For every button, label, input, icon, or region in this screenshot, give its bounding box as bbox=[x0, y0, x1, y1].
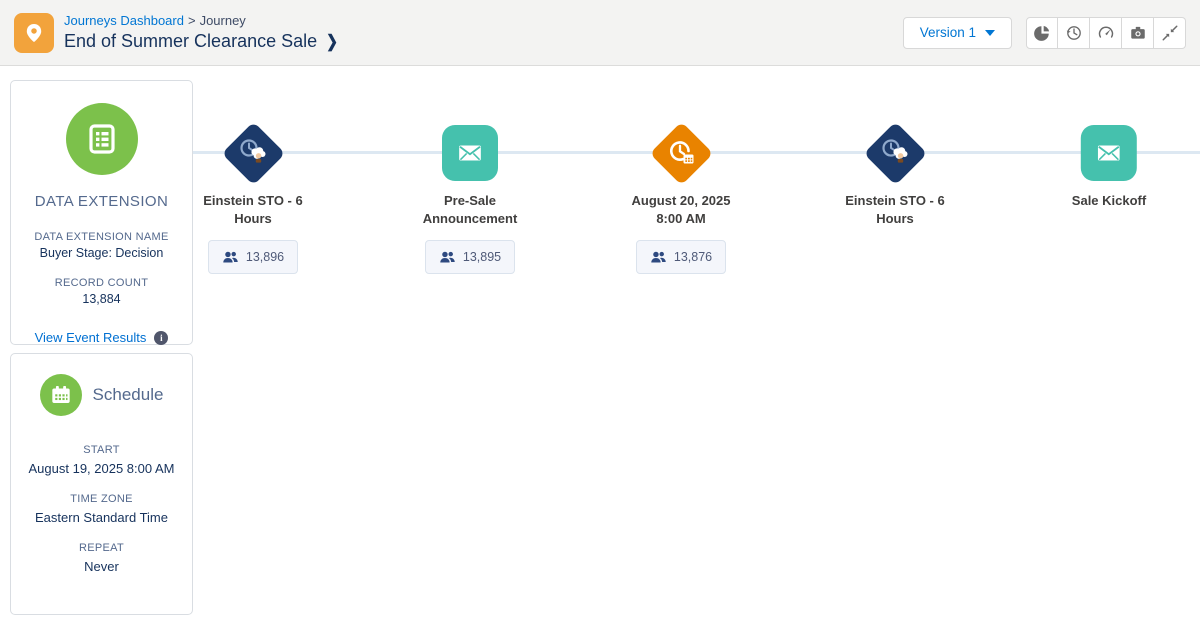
gauge-button[interactable] bbox=[1090, 16, 1122, 49]
data-extension-card: DATA EXTENSION DATA EXTENSION NAME Buyer… bbox=[10, 80, 193, 345]
einstein-sto-icon bbox=[882, 139, 908, 163]
analytics-pie-chart-button[interactable] bbox=[1026, 16, 1058, 49]
people-icon bbox=[651, 251, 666, 263]
node-label: August 20, 2025 8:00 AM bbox=[631, 193, 731, 226]
gauge-icon bbox=[1098, 26, 1113, 38]
node-label: Pre-Sale Announcement bbox=[422, 193, 518, 226]
history-button[interactable] bbox=[1058, 16, 1090, 49]
data-extension-icon-circle bbox=[65, 103, 138, 175]
journey-canvas: DATA EXTENSION DATA EXTENSION NAME Buyer… bbox=[0, 66, 1200, 630]
einstein-sto-activity[interactable] bbox=[863, 121, 927, 185]
record-count-value: 13,884 bbox=[82, 292, 121, 306]
data-extension-name-label: DATA EXTENSION NAME bbox=[34, 231, 169, 243]
timezone-label: TIME ZONE bbox=[70, 493, 133, 505]
start-value: August 19, 2025 8:00 AM bbox=[28, 461, 175, 476]
email-activity[interactable] bbox=[438, 121, 502, 185]
contact-count: 13,876 bbox=[673, 250, 713, 265]
record-count-label: RECORD COUNT bbox=[54, 277, 149, 289]
journey-node-presale-announcement: Pre-Sale Announcement 13,895 bbox=[406, 121, 534, 275]
info-icon[interactable]: i bbox=[154, 330, 169, 345]
einstein-sto-icon bbox=[240, 139, 266, 163]
contact-count: 13,895 bbox=[462, 250, 502, 265]
breadcrumb-link-journeys-dashboard[interactable]: Journeys Dashboard bbox=[64, 13, 184, 28]
journey-node-einstein-sto-1: Einstein STO - 6 Hours 13,896 bbox=[189, 121, 317, 275]
contact-count: 13,896 bbox=[245, 250, 285, 265]
email-activity[interactable] bbox=[1077, 121, 1141, 185]
envelope-icon bbox=[459, 145, 481, 161]
history-clock-icon bbox=[1066, 25, 1081, 40]
page-header: Journeys Dashboard>Journey End of Summer… bbox=[0, 0, 1200, 66]
version-label: Version 1 bbox=[919, 25, 976, 40]
wait-activity[interactable] bbox=[649, 121, 713, 185]
header-actions: Version 1 bbox=[902, 16, 1186, 49]
schedule-icon-circle bbox=[39, 374, 82, 416]
repeat-value: Never bbox=[84, 559, 119, 574]
header-toolbar bbox=[1026, 16, 1186, 49]
schedule-card-title: Schedule bbox=[92, 385, 164, 404]
node-label: Sale Kickoff bbox=[1071, 193, 1147, 208]
pie-chart-icon bbox=[1034, 25, 1050, 41]
breadcrumb-current: Journey bbox=[199, 13, 246, 28]
journey-node-einstein-sto-2: Einstein STO - 6 Hours bbox=[831, 121, 959, 227]
schedule-card: Schedule START August 19, 2025 8:00 AM T… bbox=[10, 353, 193, 615]
people-icon bbox=[223, 251, 238, 263]
header-text-block: Journeys Dashboard>Journey End of Summer… bbox=[64, 12, 338, 53]
calendar-icon bbox=[51, 385, 70, 403]
journey-builder-app-icon bbox=[14, 12, 54, 53]
view-event-results-link[interactable]: View Event Results bbox=[34, 330, 147, 345]
contact-count-badge[interactable]: 13,895 bbox=[424, 240, 516, 275]
einstein-sto-activity[interactable] bbox=[221, 121, 285, 185]
page-title: End of Summer Clearance Sale bbox=[64, 31, 318, 51]
data-extension-card-title: DATA EXTENSION bbox=[34, 193, 169, 210]
journey-node-wait-until-date: August 20, 2025 8:00 AM 13,876 bbox=[617, 121, 745, 275]
camera-icon bbox=[1130, 26, 1145, 39]
breadcrumb: Journeys Dashboard>Journey bbox=[64, 12, 338, 29]
wait-clock-calendar-icon bbox=[670, 141, 694, 164]
people-icon bbox=[440, 251, 455, 263]
node-label: Einstein STO - 6 Hours bbox=[203, 193, 303, 226]
journey-node-sale-kickoff: Sale Kickoff bbox=[1072, 121, 1146, 210]
chevron-down-icon bbox=[985, 29, 995, 36]
collapse-arrows-icon bbox=[1162, 25, 1177, 40]
version-dropdown-button[interactable]: Version 1 bbox=[902, 16, 1012, 49]
snapshot-button[interactable] bbox=[1122, 16, 1154, 49]
start-label: START bbox=[83, 444, 120, 456]
node-label: Einstein STO - 6 Hours bbox=[845, 193, 945, 226]
data-extension-name-value: Buyer Stage: Decision bbox=[39, 246, 164, 260]
breadcrumb-separator: > bbox=[187, 13, 196, 28]
contact-count-badge[interactable]: 13,896 bbox=[207, 240, 299, 275]
repeat-label: REPEAT bbox=[79, 542, 124, 554]
envelope-icon bbox=[1098, 145, 1120, 161]
data-extension-list-icon bbox=[88, 124, 115, 154]
location-pin-icon bbox=[26, 23, 42, 42]
timezone-value: Eastern Standard Time bbox=[35, 510, 168, 525]
title-chevron-icon[interactable]: ❯ bbox=[326, 30, 338, 50]
contact-count-badge[interactable]: 13,876 bbox=[635, 240, 727, 275]
collapse-button[interactable] bbox=[1154, 16, 1186, 49]
